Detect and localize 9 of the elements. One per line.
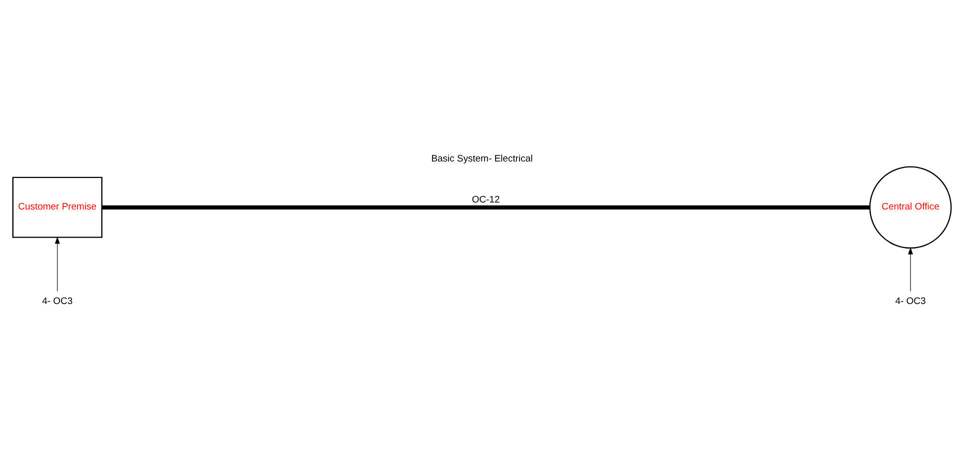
- node-circle: Central Office: [869, 166, 952, 248]
- connector: [102, 204, 870, 209]
- arrow: [54, 236, 60, 291]
- arrow: [908, 246, 913, 291]
- edge-label: OC-12: [472, 194, 500, 206]
- node-text: 4- OC3: [895, 296, 926, 307]
- diagram-title: Basic System- Electrical: [431, 152, 533, 164]
- node-text: 4- OC3: [42, 296, 73, 307]
- node-box: Customer Premise: [12, 176, 102, 238]
